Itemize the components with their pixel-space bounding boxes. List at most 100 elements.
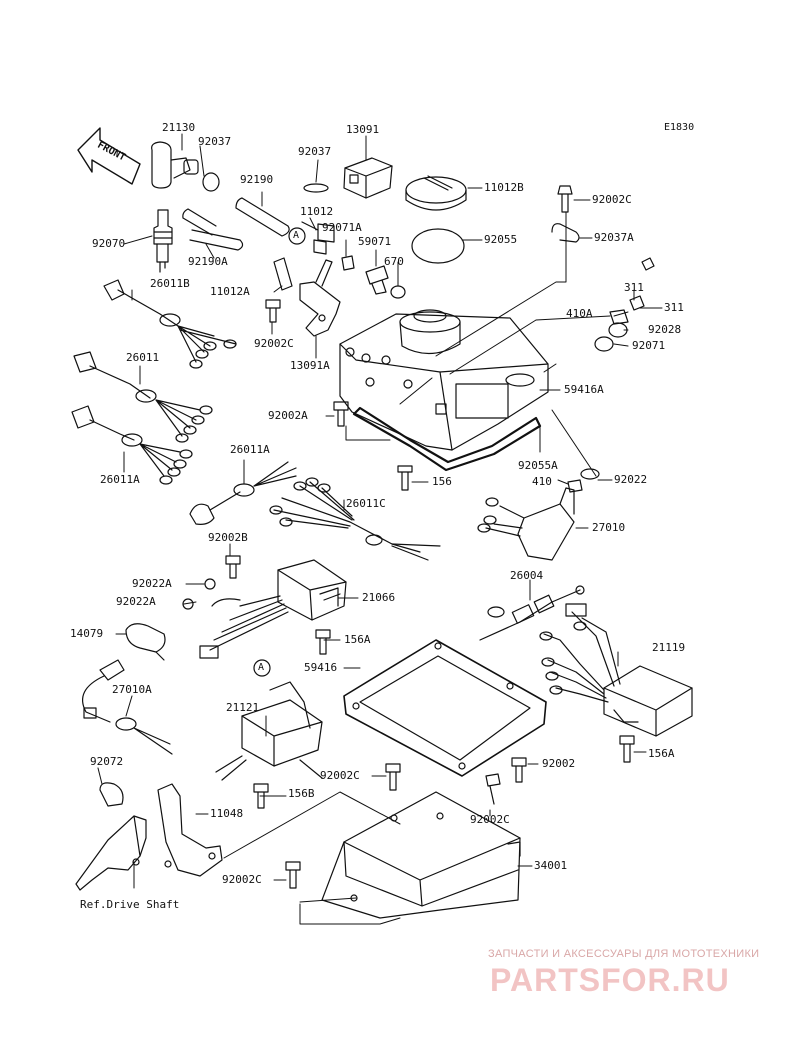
bolt-icon [385,763,401,791]
callout-a-label: A [258,662,265,673]
part-label: 59416A [564,383,604,396]
part-label: 26011 [126,351,160,364]
valve-fitting-icon [365,265,389,295]
callout-a-icon [253,659,271,677]
part-label: 670 [384,255,404,268]
part-label: 92070 [92,237,126,250]
bolt-icon [485,773,501,805]
part-label: 26011B [150,277,190,290]
part-label: 13091 [346,123,380,136]
sensor-lead-icon [82,659,173,755]
part-label: 410A [566,307,593,320]
part-label: 13091A [290,359,330,372]
part-label: 92002C [592,193,632,206]
part-label: 92028 [648,323,682,336]
bolt-icon [511,757,527,783]
o-ring-icon [411,228,465,264]
part-label: 410 [532,475,552,488]
part-label: 156A [648,747,675,760]
o-ring-small-icon [390,285,406,299]
wire-harness-icon [71,405,193,485]
part-label: 92002C [222,873,262,886]
clip-icon [303,183,329,193]
bolt-icon [285,861,301,889]
regulator-icon [199,559,347,659]
part-label: 92002C [470,813,510,826]
bracket-block-icon [343,157,393,199]
bolt-icon [557,185,573,213]
gasket-plate-icon [343,639,547,777]
part-label: 11012B [484,181,524,194]
part-label: 11012 [300,205,334,218]
part-label: 11048 [210,807,244,820]
tube-icon [182,197,290,251]
part-label: 92190A [188,255,228,268]
part-label: 59416 [304,661,338,674]
part-label: 92002B [208,531,248,544]
part-label: 311 [624,281,644,294]
part-label: 92072 [90,755,124,768]
diagram-code: E1830 [664,122,695,133]
part-label: 14079 [70,627,104,640]
part-label: 26004 [510,569,544,582]
bolt-icon [253,783,269,809]
spark-plug-cap-icon [151,141,220,192]
fuse-holder-icon [479,585,585,641]
gasket-icon [352,406,542,472]
bolt-icon [397,465,413,491]
part-label: 26011A [230,443,270,456]
ignition-coil-icon [215,681,323,781]
filler-cap-icon [405,175,467,211]
part-label: 92002C [320,769,360,782]
part-label: 92071 [632,339,666,352]
part-label: 27010A [112,683,152,696]
part-label: 156 [432,475,452,488]
part-label: 92002 [542,757,576,770]
ref-drive-shaft-note: Ref.Drive Shaft [80,898,180,911]
switch-icon [477,487,575,561]
part-label: 92055A [518,459,558,472]
mounting-bracket-icon [157,783,223,877]
part-label: 27010 [592,521,626,534]
front-arrow-icon [77,127,141,185]
callout-a-icon [288,227,306,245]
bolt-icon [333,401,349,427]
part-label: 59071 [358,235,392,248]
part-label: 92055 [484,233,518,246]
part-label: 26011C [346,497,386,510]
sensor-icon [125,623,166,661]
tab-icon [273,257,293,291]
bolt-icon [619,735,635,763]
part-label: 92002C [254,337,294,350]
mount-bracket-icon [299,259,341,337]
callout-a-label: A [293,230,300,241]
part-label: 92037A [594,231,634,244]
washer-icon [580,468,600,480]
part-label: 21121 [226,701,260,714]
small-parts-icon [594,257,655,352]
watermark-caption: ЗАПЧАСТИ И АКСЕССУАРЫ ДЛЯ МОТОТЕХНИКИ [488,948,760,960]
drive-shaft-bracket-icon [75,815,147,891]
part-label: 92022 [614,473,648,486]
bolt-icon [265,299,281,323]
bolt-icon [315,629,331,655]
part-label: 92002A [268,409,308,422]
wire-pigtail-icon [189,461,297,525]
nut-icon [341,255,355,271]
washer-icon [204,578,216,590]
mounting-tray-icon [321,791,521,919]
clamp-icon [99,782,124,807]
part-label: 156A [344,633,371,646]
screw-icon [567,479,583,493]
washer-icon [182,598,194,610]
part-label: 92037 [198,135,232,148]
clamp-icon [551,223,580,243]
wire-harness-icon [269,477,441,561]
part-label: 21119 [652,641,686,654]
spark-plug-icon [153,209,173,273]
part-label: 92022A [116,595,156,608]
control-module-icon [539,603,693,737]
part-label: 156B [288,787,315,800]
